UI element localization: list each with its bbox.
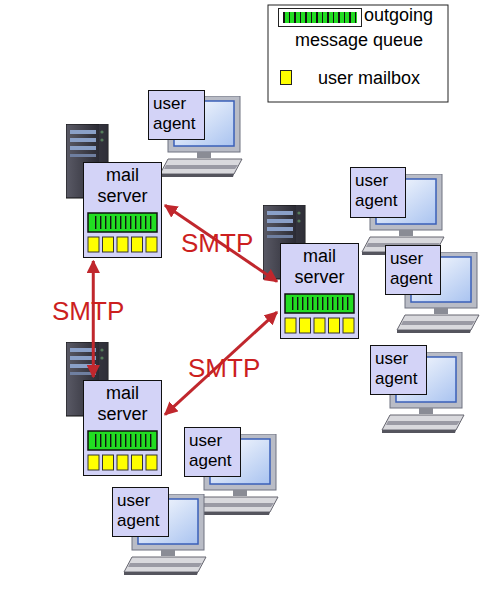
server-name: mail server	[84, 163, 161, 207]
protocol-label: SMTP	[188, 353, 260, 383]
user-agent-label: user agent	[112, 487, 169, 537]
mailbox-swatch	[280, 70, 292, 85]
legend-box	[268, 5, 448, 102]
user-agent-label: user agent	[184, 427, 241, 477]
mail-server-box: mail server	[280, 243, 359, 339]
smtp-arrow	[165, 312, 277, 414]
mail-server-box: mail server	[83, 380, 162, 476]
user-agent-label: user agent	[350, 167, 406, 218]
agent-name: user agent	[149, 91, 204, 134]
legend-text: outgoing message queue	[295, 3, 445, 53]
agent-name: user agent	[371, 346, 426, 389]
smtp-arrow	[92, 261, 95, 377]
server-name: mail server	[281, 244, 358, 288]
queue-swatch	[278, 8, 362, 27]
mail-server-box: mail server	[83, 162, 162, 258]
protocol-label: SMTP	[181, 228, 253, 258]
smtp-arrow	[165, 205, 277, 281]
agent-name: user agent	[185, 428, 240, 471]
legend-text: user mailbox	[318, 66, 443, 91]
user-agent-label: user agent	[148, 90, 205, 140]
queue-and-mailboxes	[88, 213, 354, 470]
computer-icon	[124, 96, 479, 575]
user-agent-label: user agent	[385, 245, 441, 295]
server-name: mail server	[84, 381, 161, 425]
agent-name: user agent	[386, 246, 440, 289]
user-agent-label: user agent	[370, 345, 427, 395]
protocol-label: SMTP	[52, 296, 124, 326]
agent-name: user agent	[113, 488, 168, 531]
agent-name: user agent	[351, 168, 405, 211]
